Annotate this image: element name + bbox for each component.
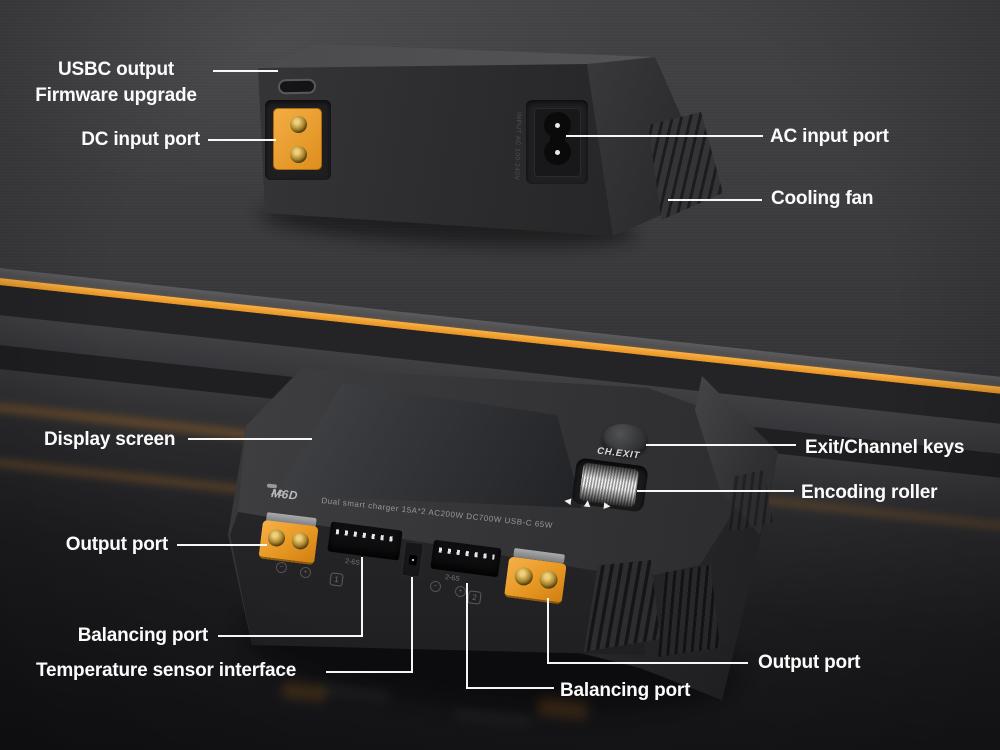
callout-line-roller <box>637 490 794 492</box>
callout-line-ac-input <box>566 135 763 137</box>
xt60-pin <box>266 528 286 548</box>
callout-label-ac-input: AC input port <box>770 126 889 147</box>
cooling-vents-front <box>584 560 660 652</box>
xt60-pin <box>538 569 559 590</box>
callout-line-balance-left-v <box>361 557 363 637</box>
xt60-pin <box>513 566 534 587</box>
balance-port-pins <box>438 547 495 560</box>
cooling-vents-corner <box>728 470 773 532</box>
channel-1-badge: 1 <box>329 572 344 587</box>
callout-line-output-right-v <box>547 598 549 664</box>
cooling-vents-side <box>658 565 720 657</box>
callout-line-balance-right-v <box>466 583 468 689</box>
xt60-pin <box>290 116 307 133</box>
xt60-output-port-left <box>258 512 319 566</box>
logo-subtext: AC <box>270 487 285 499</box>
usbc-label-line2: Firmware upgrade <box>35 85 197 106</box>
callout-line-cooling-fan <box>668 199 762 201</box>
callout-line-dc-input <box>208 139 276 141</box>
ac-inlet-port <box>550 128 565 142</box>
callout-line-exit-keys <box>646 444 796 446</box>
callout-label-display: Display screen <box>44 429 176 450</box>
callout-line-temp-v <box>411 577 413 673</box>
callout-label-temp-sensor: Temperature sensor interface <box>36 660 297 681</box>
temp-sensor-pin <box>411 558 415 562</box>
callout-label-output-right: Output port <box>758 652 861 673</box>
xt60-pin <box>290 146 307 163</box>
xt60-output-port-right <box>503 547 568 605</box>
ac-pin <box>555 150 560 155</box>
callout-label-usbc: USBC output Firmware upgrade <box>22 57 210 109</box>
callout-line-display <box>188 438 312 440</box>
balance-port-pins <box>335 529 396 542</box>
usbc-port <box>277 78 317 95</box>
usbc-label-line1: USBC output <box>58 59 174 80</box>
callout-label-balance-left: Balancing port <box>77 625 208 646</box>
ac-pin <box>555 123 560 128</box>
callout-line-output-right-h <box>547 662 748 664</box>
callout-line-balance-right-h <box>466 687 554 689</box>
callout-label-roller: Encoding roller <box>801 482 938 503</box>
callout-line-usbc <box>213 70 278 72</box>
callout-line-output-left <box>177 544 267 546</box>
callout-line-temp-h <box>326 671 413 673</box>
xt60-dc-input-port <box>273 108 322 170</box>
callout-label-exit-keys: Exit/Channel keys <box>805 437 965 458</box>
xt60-body <box>503 556 567 605</box>
callout-label-cooling-fan: Cooling fan <box>771 188 874 209</box>
callout-label-output-left: Output port <box>65 534 168 555</box>
callout-label-balance-right: Balancing port <box>560 680 691 701</box>
xt60-pin <box>290 531 310 551</box>
callout-line-balance-left-h <box>218 635 363 637</box>
xt60-body <box>258 519 319 566</box>
callout-label-dc-input: DC input port <box>81 129 200 150</box>
channel-2-badge: 2 <box>467 590 482 605</box>
